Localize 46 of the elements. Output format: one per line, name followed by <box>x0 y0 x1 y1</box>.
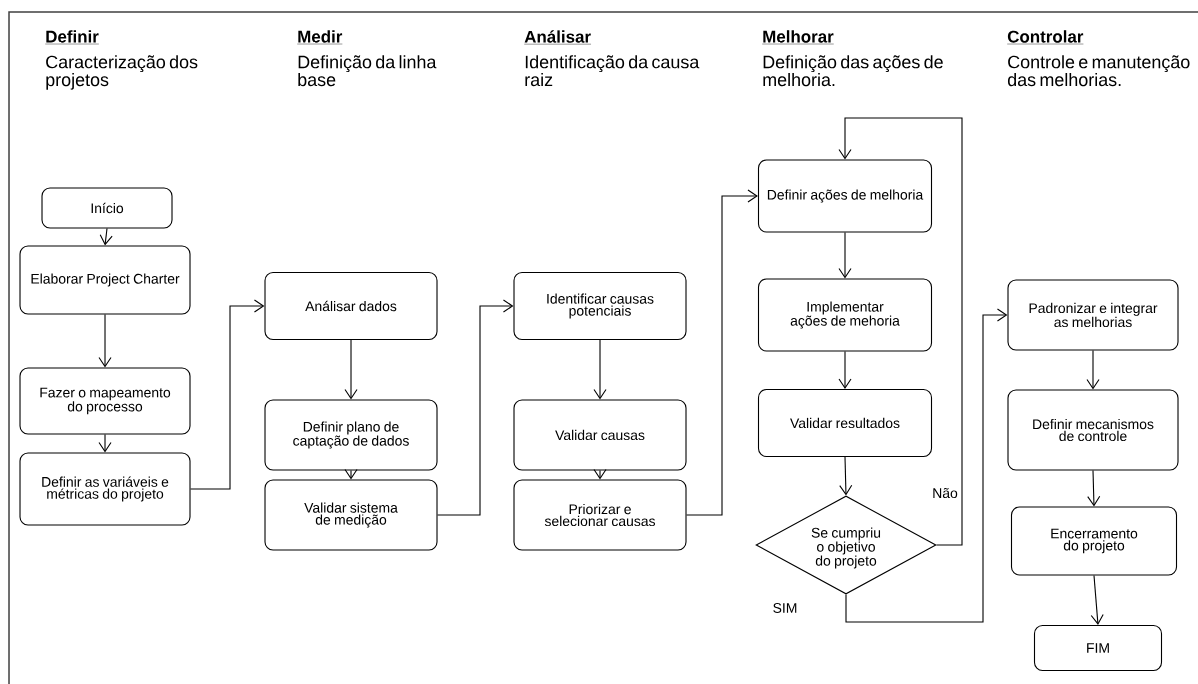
process-box: Análisar dados <box>264 271 438 341</box>
process-box: Validar causas <box>513 399 687 471</box>
arrow <box>437 299 514 516</box>
edge-label: SIM <box>771 602 799 614</box>
phase-heading: Controlar <box>1007 30 1084 45</box>
process-box: Elaborar Project Charter <box>19 245 191 315</box>
arrow <box>845 308 1008 623</box>
arrow <box>838 232 852 279</box>
arrow <box>838 351 852 389</box>
phase-heading: Análisar <box>524 30 592 45</box>
arrow <box>839 456 853 496</box>
phase-description: Identificação da causa raiz <box>525 55 700 87</box>
arrow <box>1090 575 1104 625</box>
decision-text: Se cumpriu o objetivo do projeto <box>811 527 881 569</box>
terminal-box: Início <box>41 187 173 229</box>
arrow <box>1086 350 1100 390</box>
arrow <box>838 117 963 546</box>
process-box: Encerramento do projeto <box>1010 506 1178 576</box>
phase-description: Caracterização dos projetos <box>46 55 198 90</box>
process-box: Validar resultados <box>757 388 933 458</box>
process-box: Definir plano de captação de dados <box>264 399 438 471</box>
process-box: Validar sistema de medição <box>264 479 438 551</box>
arrow <box>99 228 113 246</box>
phase-heading: Melhorar <box>762 30 834 45</box>
arrow <box>686 189 758 516</box>
phase-heading: Medir <box>297 30 343 45</box>
edge-label: Não <box>931 486 959 500</box>
arrow <box>98 314 112 368</box>
process-box: Definir mecanismos de controle <box>1007 389 1179 471</box>
arrow <box>98 434 112 453</box>
terminal-box: FIM <box>1033 624 1163 672</box>
process-box: Priorizar e selecionar causas <box>513 479 687 551</box>
phase-heading: Definir <box>45 30 100 45</box>
arrow <box>593 339 607 400</box>
process-box: Fazer o mapeamento do processo <box>19 367 191 435</box>
phase-description: Definição da linha base <box>298 55 437 87</box>
phase-description: Definição das ações de melhoria. <box>763 55 943 87</box>
process-box: Padronizar e integrar as melhorias <box>1007 279 1179 351</box>
phase-description: Controle e manutenção das melhorias. <box>1007 55 1190 87</box>
process-box: Definir as variáveis e métricas do projeto <box>19 452 191 526</box>
arrow <box>190 299 265 490</box>
process-box: Identificar causas potenciais <box>513 271 687 341</box>
process-box: Implementar ações de mehoria <box>757 278 933 352</box>
arrow <box>344 339 358 400</box>
process-box: Definir ações de melhoria <box>757 159 933 233</box>
arrow <box>1087 470 1101 507</box>
